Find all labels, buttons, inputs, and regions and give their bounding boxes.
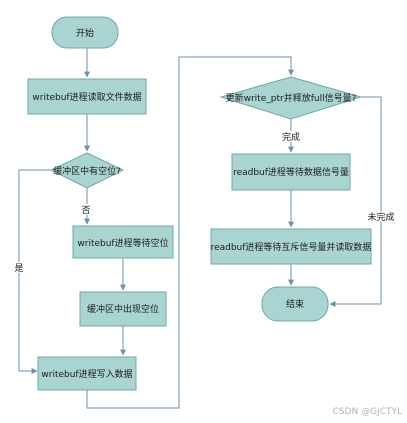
end-terminator xyxy=(261,286,329,322)
wait-data-signal-label: readbuf进程等待数据信号量 xyxy=(233,166,349,178)
node-wait-mutex-read: readbuf进程等待互斥信号量并读取数据 xyxy=(210,228,372,265)
node-wait-data-signal: readbuf进程等待数据信号量 xyxy=(231,153,351,191)
wait-space-box xyxy=(72,225,174,259)
node-write-data: writebuf进程写入数据 xyxy=(37,356,137,391)
full-check-diamond xyxy=(219,76,363,120)
edge-label-yes: 是 xyxy=(14,263,23,274)
edge-label-not-done: 未完成 xyxy=(367,211,394,223)
buffer-check-label: 缓冲区中有空位? xyxy=(53,165,121,177)
node-read-file: writebuf进程读取文件数据 xyxy=(27,78,147,115)
wait-space-label: writebuf进程等待空位 xyxy=(77,237,168,249)
start-label: 开始 xyxy=(76,27,94,39)
node-start: 开始 xyxy=(51,16,119,49)
edge-full-not-done-to-end xyxy=(329,96,382,307)
buffer-check-diamond xyxy=(49,152,125,189)
read-file-box xyxy=(27,78,147,115)
node-buffer-check: 缓冲区中有空位? xyxy=(49,152,125,189)
end-label: 结束 xyxy=(286,298,304,310)
label-bg-done xyxy=(280,131,303,142)
edge-label-no: 否 xyxy=(81,205,90,216)
label-bg-yes xyxy=(13,262,25,273)
start-terminator xyxy=(51,16,119,49)
label-bg-no xyxy=(80,204,92,215)
wait-data-signal-box xyxy=(231,153,351,191)
wait-mutex-read-box xyxy=(210,228,372,265)
read-file-label: writebuf进程读取文件数据 xyxy=(32,91,141,103)
watermark: CSDN @GJCTYL xyxy=(333,407,402,417)
node-end: 结束 xyxy=(261,286,329,322)
write-data-label: writebuf进程写入数据 xyxy=(41,368,132,380)
wait-mutex-read-label: readbuf进程等待互斥信号量并读取数据 xyxy=(211,241,372,253)
write-data-box xyxy=(37,356,137,391)
label-bg-not-done xyxy=(367,211,396,222)
edge-write-to-full-check xyxy=(86,56,294,409)
space-appears-label: 缓冲区中出现空位 xyxy=(87,303,159,315)
space-appears-box xyxy=(79,291,167,327)
full-check-label: 更新write_ptr并释放full信号量? xyxy=(226,92,357,104)
node-wait-space: writebuf进程等待空位 xyxy=(72,225,174,259)
node-full-check: 更新write_ptr并释放full信号量? xyxy=(219,76,363,120)
edge-label-done: 完成 xyxy=(282,131,300,143)
node-space-appears: 缓冲区中出现空位 xyxy=(79,291,167,327)
